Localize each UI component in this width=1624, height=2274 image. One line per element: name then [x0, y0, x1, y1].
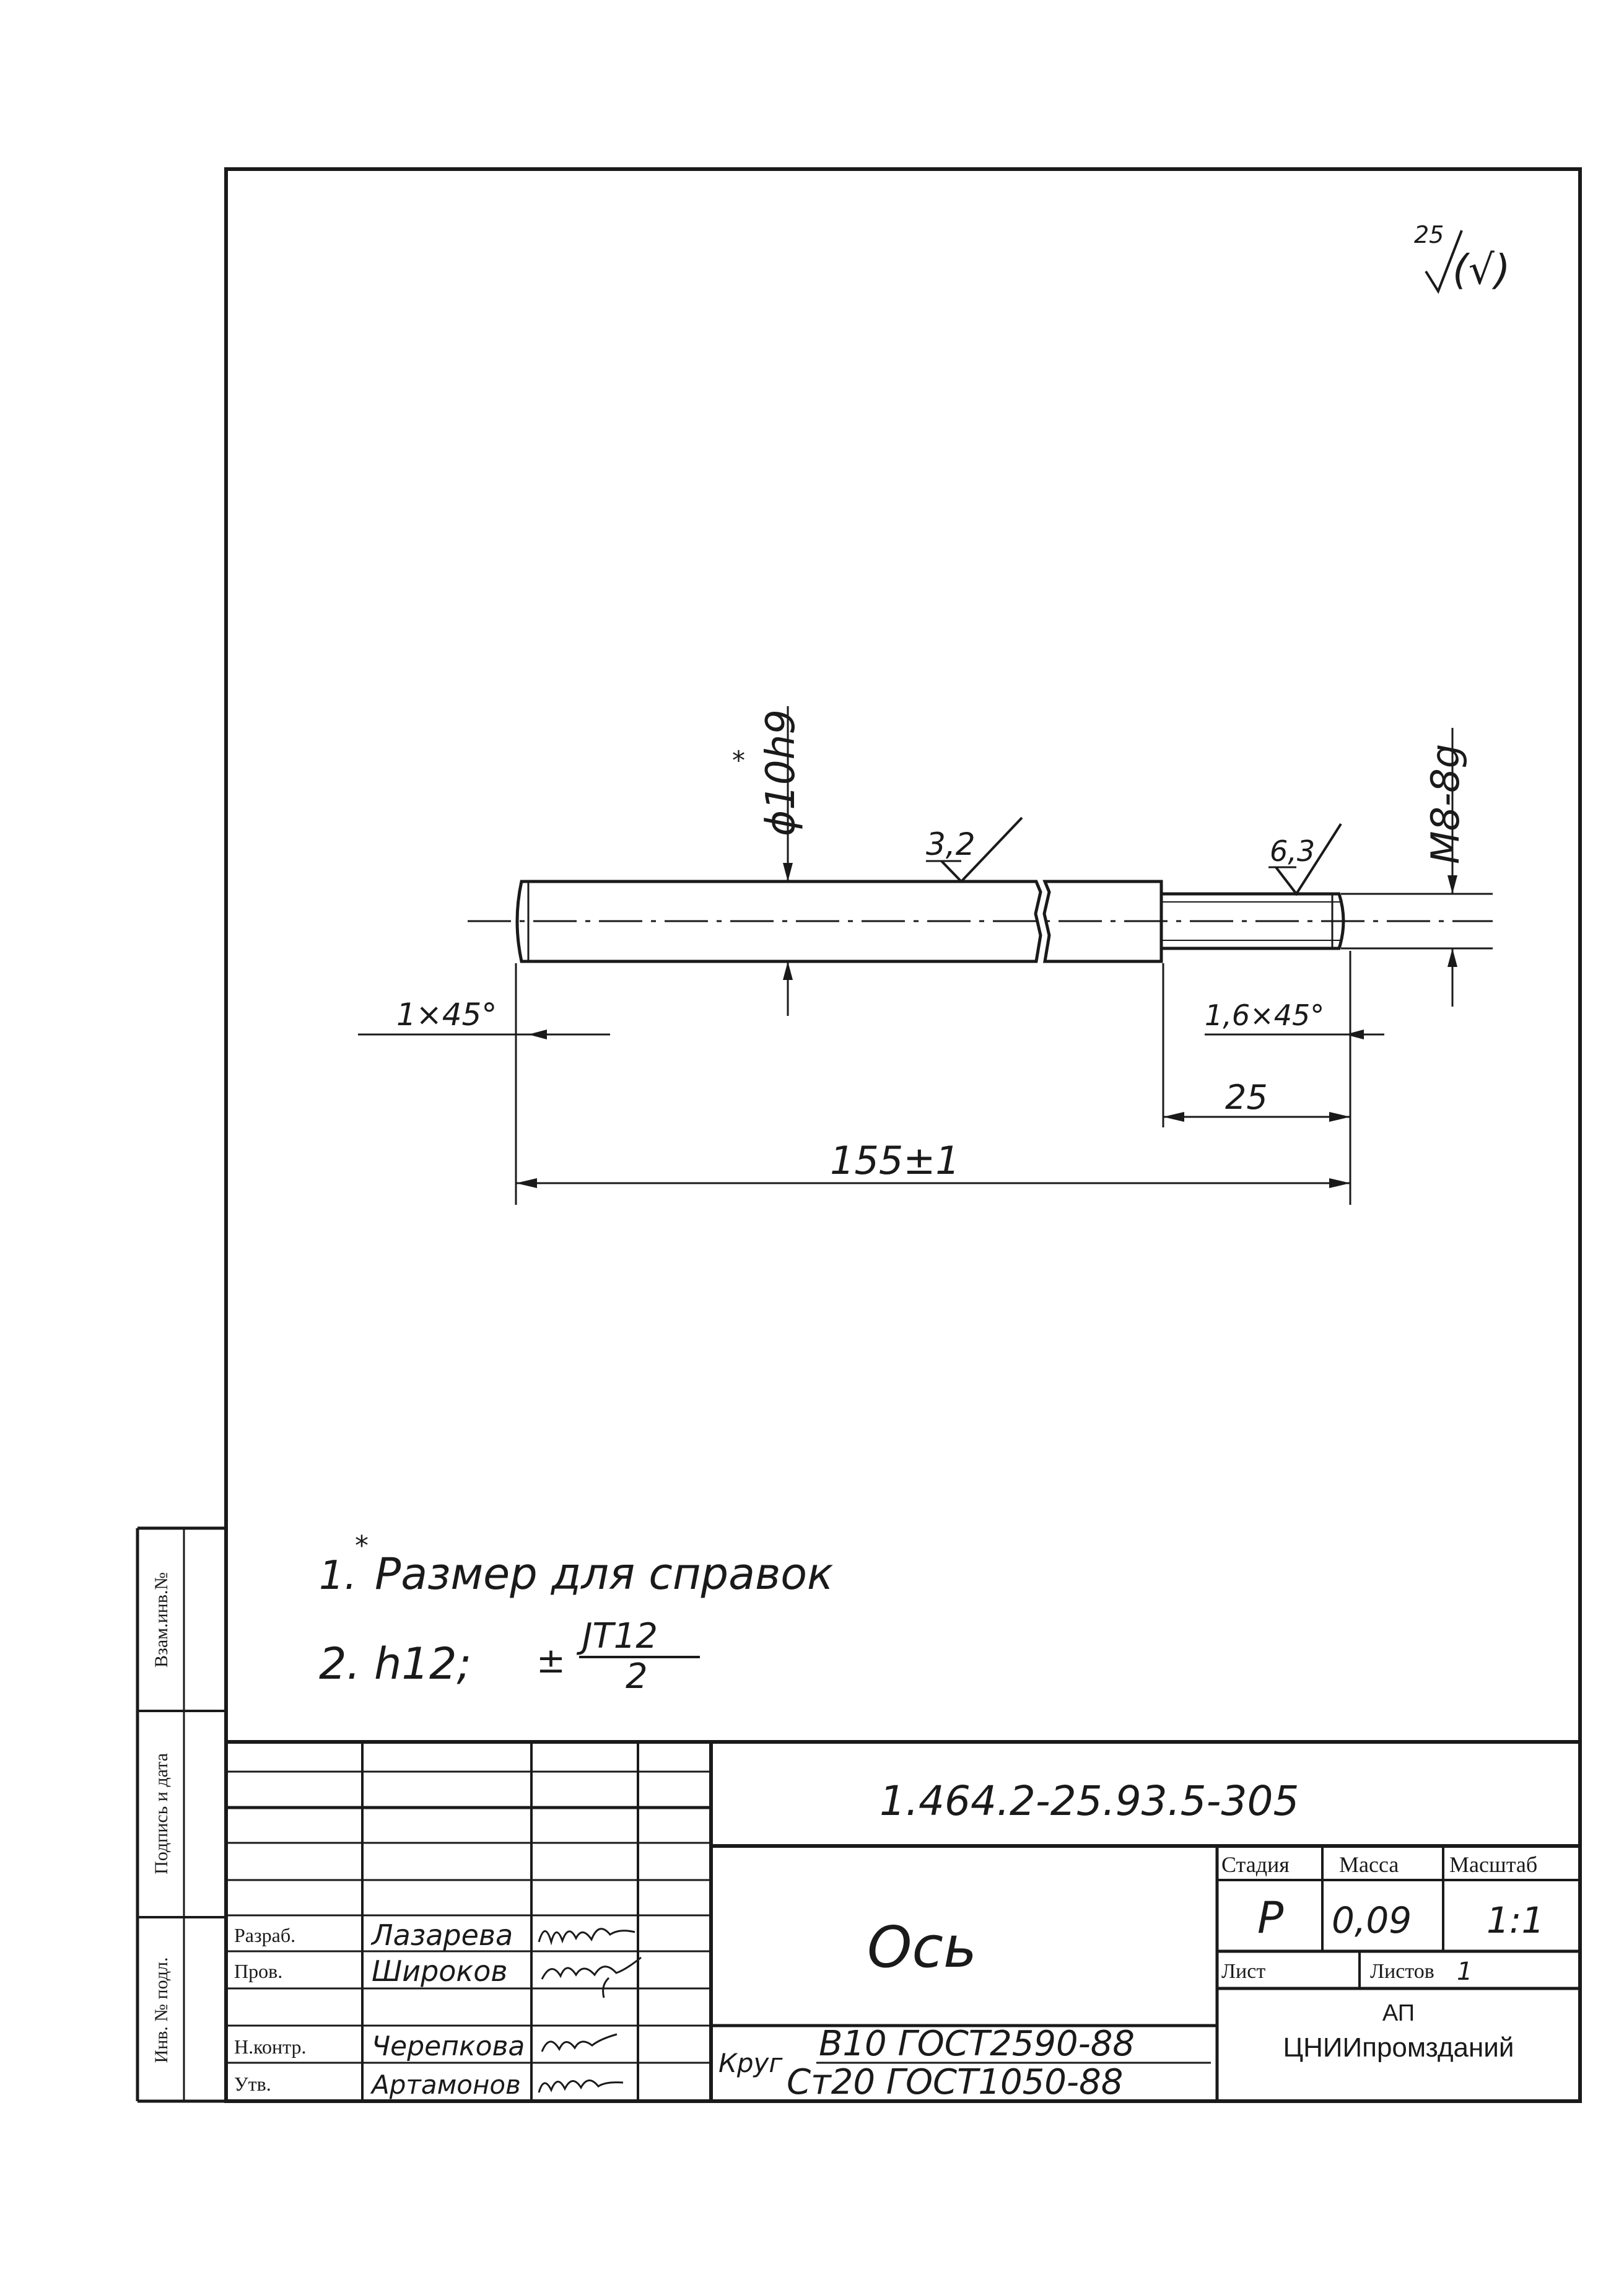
- margin-label-podpis-data: Подпись и дата: [151, 1753, 172, 1874]
- value-mass: 0,09: [1332, 1899, 1412, 1941]
- technical-notes: 1. * Размер для справок 2. h12; ± JT12 2: [319, 1530, 833, 1697]
- role-razrab: Разраб.: [234, 1924, 295, 1946]
- roughness-corner-symbol: 25 (√): [1414, 221, 1511, 294]
- thread-length-dimension: 25: [1163, 1078, 1350, 1122]
- thread-label: M8-8g: [1423, 744, 1468, 864]
- roughness-corner-value: 25: [1414, 221, 1444, 248]
- note-2-denominator: 2: [626, 1656, 648, 1697]
- material-prefix: Круг: [718, 2048, 783, 2078]
- thread-length-label: 25: [1225, 1078, 1268, 1117]
- diameter-dimension: ϕ10h9 *: [732, 706, 804, 1016]
- header-mass: Масса: [1339, 1852, 1399, 1877]
- organization-line-2: ЦНИИпромзданий: [1283, 2032, 1514, 2063]
- note-1-text: Размер для справок: [375, 1549, 833, 1599]
- header-stage: Стадия: [1221, 1852, 1290, 1877]
- organization-line-1: АП: [1382, 2000, 1415, 2026]
- document-number: 1.464.2-25.93.5-305: [880, 1777, 1299, 1825]
- note-2-numerator: JT12: [576, 1616, 658, 1656]
- diameter-label: ϕ10h9: [758, 709, 804, 836]
- roughness-body-symbol: 3,2: [926, 816, 1023, 883]
- diameter-reference-mark: *: [732, 745, 745, 776]
- header-scale: Масштаб: [1449, 1852, 1537, 1877]
- name-prov: Широков: [372, 1954, 507, 1988]
- value-scale: 1:1: [1486, 1899, 1544, 1941]
- note-1-number: 1.: [319, 1553, 357, 1599]
- sheet-frame: [136, 167, 1582, 2103]
- name-utv: Артамонов: [370, 2070, 521, 2100]
- signatures: [538, 1928, 642, 2093]
- name-nkontr: Черепкова: [372, 2031, 525, 2062]
- role-utv: Утв.: [234, 2073, 271, 2095]
- note-2-plusminus: ±: [536, 1641, 565, 1681]
- chamfer-right-label: 1,6×45°: [1205, 999, 1324, 1032]
- roughness-thread-value: 6,3: [1270, 834, 1315, 868]
- roughness-thread-symbol: 6,3: [1268, 823, 1342, 896]
- overall-length-label: 155±1: [830, 1138, 960, 1183]
- roughness-body-value: 3,2: [926, 826, 976, 862]
- part-name: Ось: [867, 1914, 977, 1980]
- margin-label-vzam-inv: Взам.инв.№: [151, 1572, 172, 1668]
- role-prov: Пров.: [234, 1960, 282, 1982]
- overall-length-dimension: 155±1: [516, 1138, 1350, 1188]
- chamfer-right-dimension: 1,6×45°: [1205, 999, 1384, 1039]
- note-2-prefix: 2. h12;: [319, 1638, 471, 1689]
- value-stage: Р: [1257, 1892, 1284, 1943]
- sheets-label: Листов: [1370, 1960, 1434, 1983]
- role-nkontr: Н.контр.: [234, 2036, 307, 2058]
- roughness-corner-extra: (√): [1452, 246, 1511, 294]
- margin-label-inv-podl: Инв. № подл.: [151, 1957, 172, 2063]
- material-line-2: Ст20 ГОСТ1050-88: [787, 2062, 1123, 2102]
- title-block: [226, 1740, 1580, 2101]
- chamfer-left-dimension: 1×45°: [358, 997, 610, 1039]
- chamfer-left-label: 1×45°: [396, 997, 497, 1033]
- material-line-1: В10 ГОСТ2590-88: [819, 2024, 1135, 2064]
- sheets-value: 1: [1457, 1957, 1472, 1986]
- thread-dimension: M8-8g: [1341, 728, 1493, 1007]
- name-razrab: Лазарева: [370, 1918, 513, 1952]
- sheet-label: Лист: [1221, 1960, 1265, 1983]
- note-1-mark: *: [355, 1530, 369, 1562]
